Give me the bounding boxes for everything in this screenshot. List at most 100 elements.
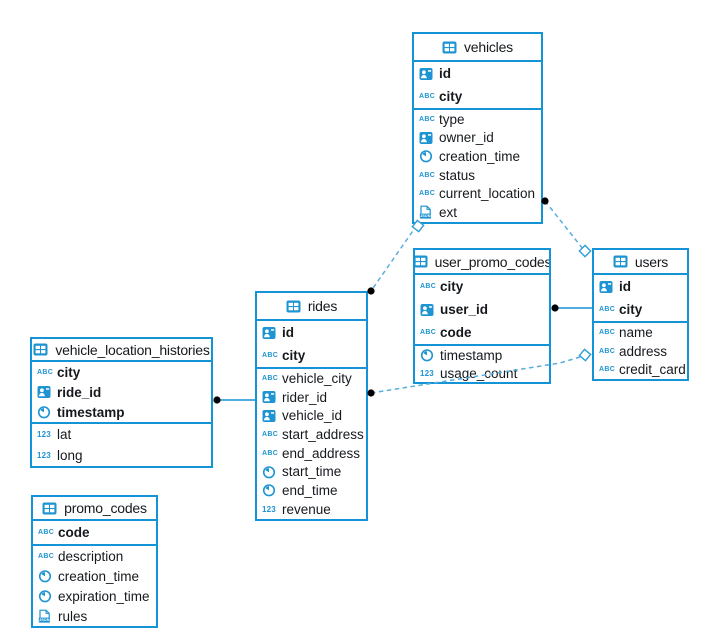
num-icon: 123: [37, 451, 51, 460]
column-lat[interactable]: 123 lat: [32, 424, 211, 445]
column-user_id[interactable]: user_id: [415, 298, 549, 321]
column-name: id: [619, 279, 631, 294]
relationship-endpoint-square: [578, 244, 592, 258]
column-name: rules: [58, 608, 88, 624]
column-id[interactable]: id: [257, 321, 366, 344]
relationship-vehicles-rides: [370, 224, 418, 292]
person-id-icon: [419, 131, 439, 145]
abc-icon: ABC: [599, 347, 616, 355]
person-id-icon: [599, 280, 619, 294]
column-vehicle_id[interactable]: vehicle_id: [257, 406, 366, 425]
table-header-user_promo_codes[interactable]: user_promo_codes: [415, 250, 549, 275]
table-icon: [442, 41, 459, 54]
abc-icon: ABC: [38, 529, 55, 536]
table-header-vehicle_location_histories[interactable]: vehicle_location_histories: [32, 339, 211, 362]
num-icon: 123: [262, 504, 276, 514]
relationship-endpoint-dot: [367, 389, 375, 397]
table-icon: [286, 300, 303, 313]
column-timestamp[interactable]: timestamp: [32, 402, 211, 422]
table-header-promo_codes[interactable]: promo_codes: [33, 497, 156, 521]
column-end_time[interactable]: end_time: [257, 481, 366, 500]
num-icon: 123: [37, 430, 51, 439]
column-expiration_time[interactable]: expiration_time: [33, 586, 156, 606]
table-header-vehicles[interactable]: vehicles: [414, 34, 541, 62]
table-title: users: [634, 253, 669, 270]
column-start_time[interactable]: start_time: [257, 462, 366, 481]
person-id-icon: [262, 390, 282, 404]
column-name: city: [282, 348, 306, 363]
column-id[interactable]: id: [414, 62, 541, 85]
svg-text:JSON: JSON: [420, 214, 431, 218]
person-id-icon: [37, 385, 57, 399]
column-id[interactable]: id: [594, 275, 687, 298]
column-owner_id[interactable]: owner_id: [414, 129, 541, 148]
column-name: id: [282, 325, 294, 340]
column-name: lat: [57, 427, 72, 442]
clock-icon: [38, 569, 58, 583]
column-name: end_address: [282, 445, 361, 461]
column-creation_time[interactable]: creation_time: [33, 566, 156, 586]
column-creation_time[interactable]: creation_time: [414, 147, 541, 166]
abc-icon: ABC: [599, 306, 616, 313]
column-name: owner_id: [439, 130, 494, 146]
column-name: start_address: [282, 426, 364, 442]
column-name: vehicle_city: [282, 370, 352, 386]
column-name: city: [440, 279, 464, 294]
table-icon: [42, 502, 59, 515]
clock-icon: [38, 589, 58, 603]
column-timestamp[interactable]: timestamp: [415, 346, 549, 364]
column-name: code: [440, 325, 472, 340]
column-name: timestamp: [440, 347, 503, 363]
column-rider_id[interactable]: rider_id: [257, 388, 366, 407]
table-header-users[interactable]: users: [594, 250, 687, 275]
table-header-rides[interactable]: rides: [257, 293, 366, 321]
table-title: rides: [307, 298, 338, 314]
relationship-endpoint-dot: [213, 396, 221, 404]
column-ride_id[interactable]: ride_id: [32, 382, 211, 402]
column-name: address: [619, 343, 668, 359]
abc-icon: ABC: [419, 115, 436, 123]
column-name: city: [619, 302, 643, 317]
table-title: vehicle_location_histories: [55, 341, 210, 358]
person-id-icon: [420, 303, 440, 317]
clock-icon: [419, 149, 439, 163]
abc-icon: ABC: [38, 552, 55, 560]
table-icon: [33, 343, 50, 356]
abc-icon: ABC: [599, 366, 616, 374]
column-name: rider_id: [282, 389, 328, 405]
